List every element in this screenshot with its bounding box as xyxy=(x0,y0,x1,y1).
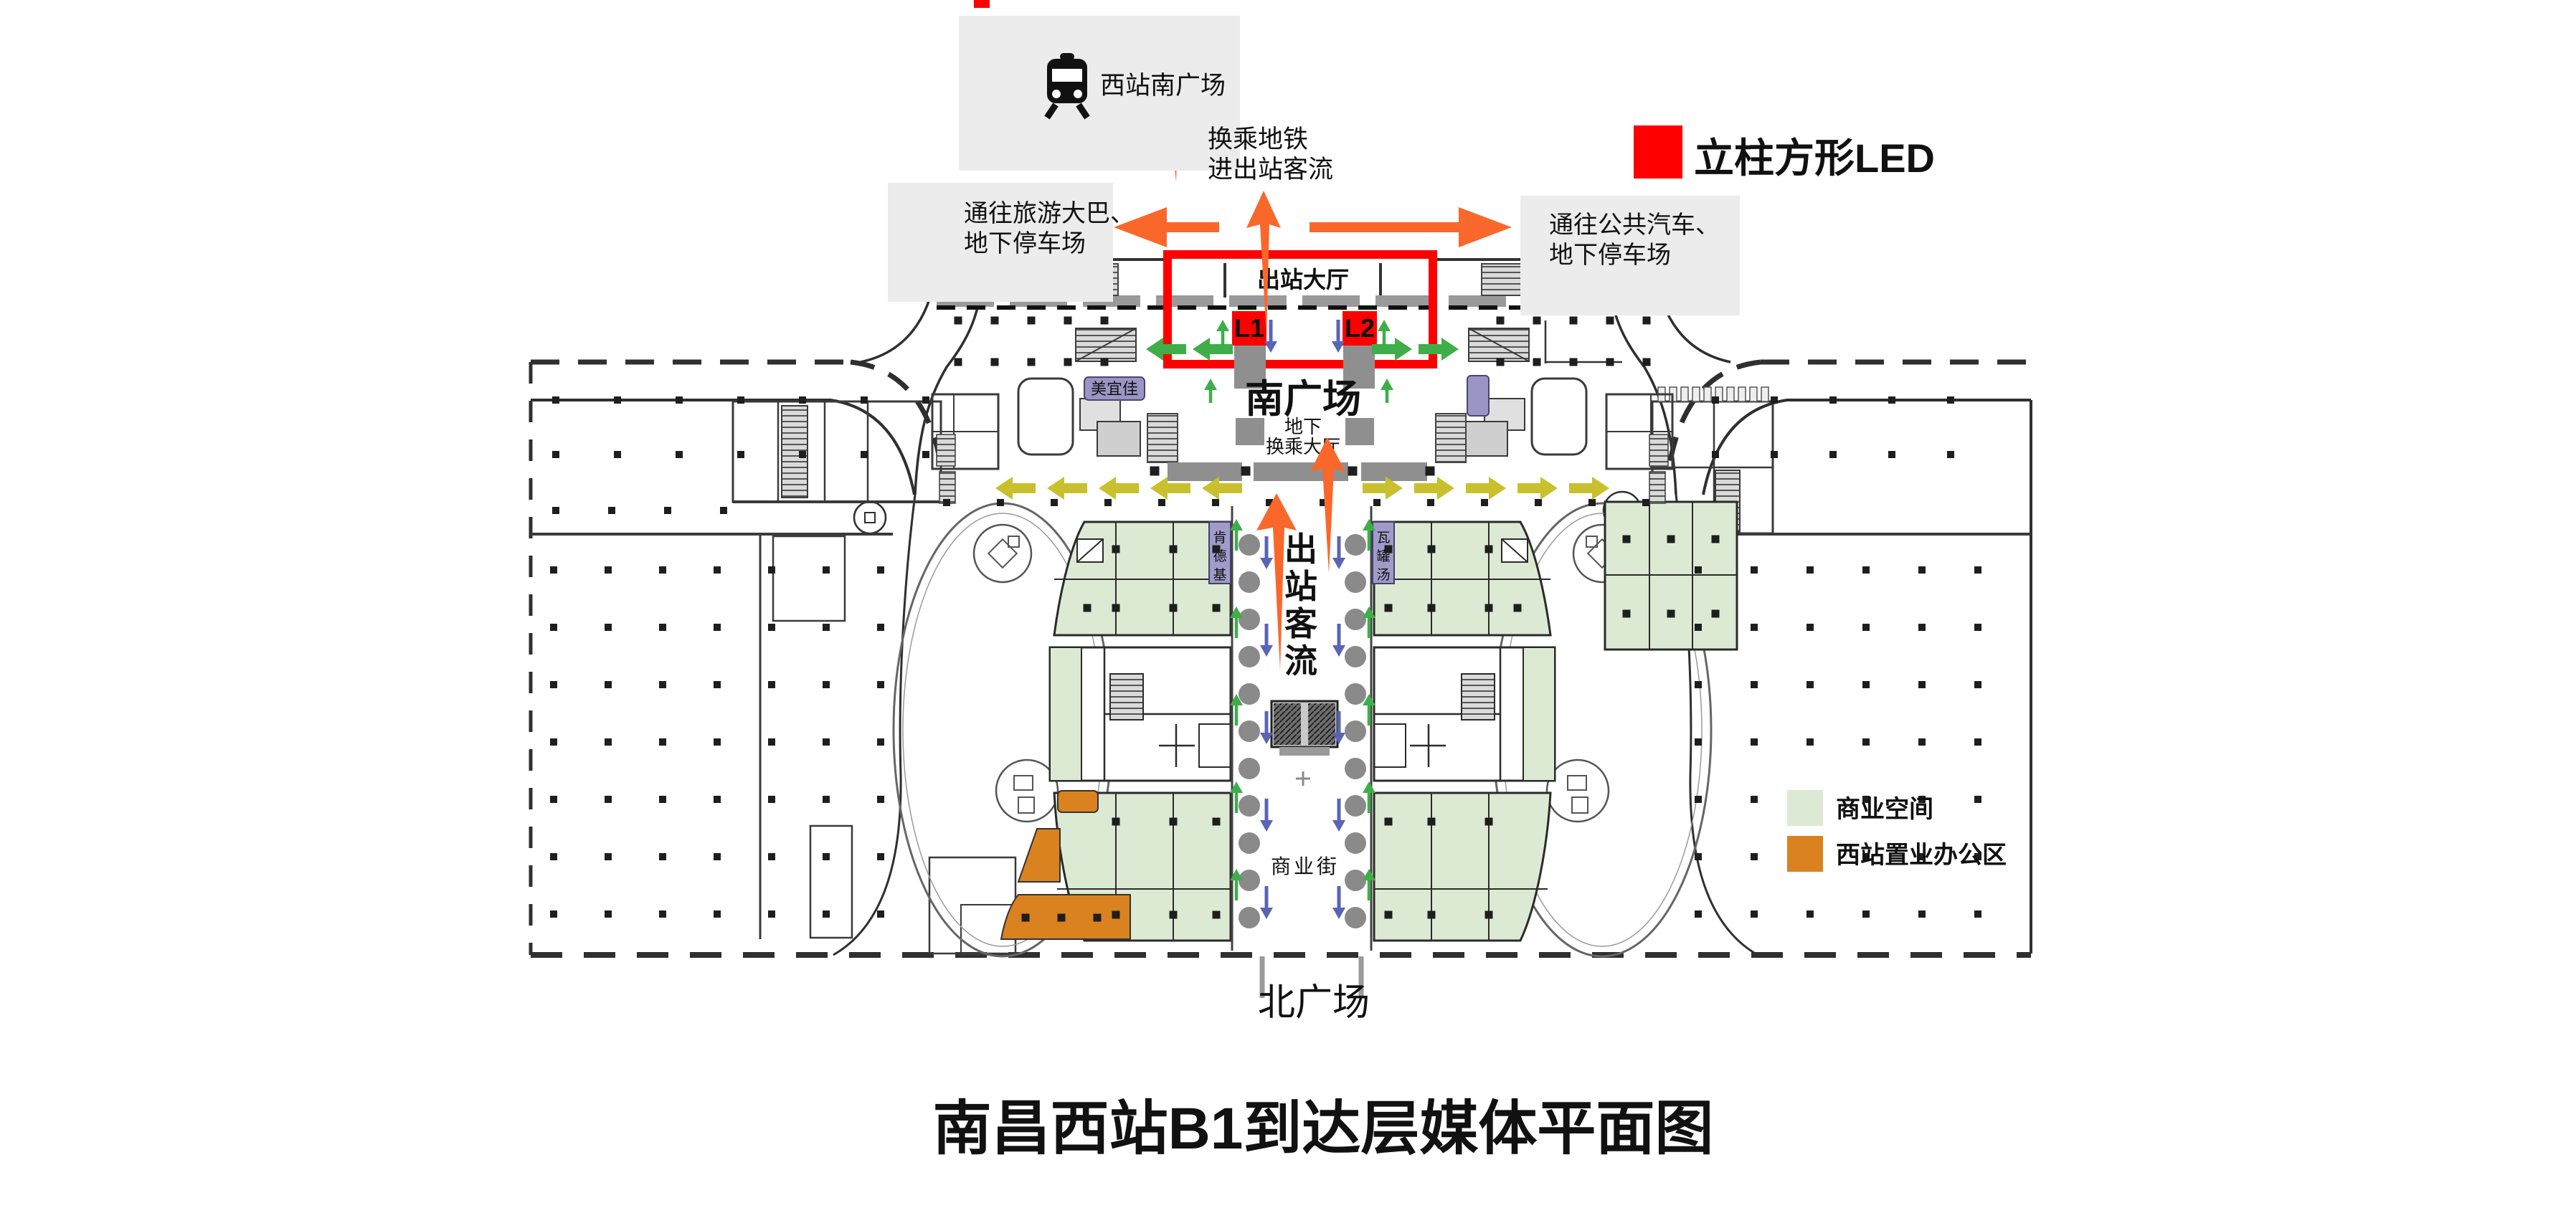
kfc-char: 肯 xyxy=(1213,530,1226,546)
column-block xyxy=(1236,418,1264,445)
shop-tag xyxy=(1467,375,1490,417)
flow-arrows-small xyxy=(995,320,1609,919)
spiral-ramp-icon xyxy=(1545,758,1610,823)
page-title: 南昌西站B1到达层媒体平面图 xyxy=(933,1096,1714,1161)
soup-char: 汤 xyxy=(1376,567,1390,583)
entrance-ticks xyxy=(1259,956,1364,998)
office-blocks xyxy=(1000,790,1131,940)
kfc-char: 基 xyxy=(1213,567,1226,583)
left-exit-line2: 地下停车场 xyxy=(964,230,1086,257)
led-marker-l2 xyxy=(1343,311,1377,346)
commercial-block-left xyxy=(1048,520,1232,942)
commercial-street-label: 商业街 xyxy=(1271,855,1340,878)
up-arrow-icon xyxy=(1246,191,1281,337)
concourse-side-structures xyxy=(931,328,1141,504)
shop-tag xyxy=(1084,376,1145,401)
plus-mark-icon xyxy=(1296,771,1310,786)
right-exit-line2: 地下停车场 xyxy=(1549,242,1671,269)
metro-station-box xyxy=(959,16,1240,171)
left-exit-box xyxy=(888,183,1113,302)
escalator-icon xyxy=(1435,413,1467,463)
spiral-ramp-icon xyxy=(972,523,1033,584)
north-square-label: 北广场 xyxy=(1258,982,1370,1024)
l1-label: L1 xyxy=(1234,313,1264,343)
column-block xyxy=(1345,418,1374,445)
legend-office-swatch xyxy=(1787,836,1823,872)
stair-block xyxy=(1343,346,1375,389)
exit-flow-char-1: 出 xyxy=(1284,531,1317,568)
led-legend-label: 立柱方形LED xyxy=(1694,135,1935,181)
red-mark xyxy=(974,0,990,8)
column-dot-grid xyxy=(550,316,1981,922)
column-circles xyxy=(1239,534,1366,928)
train-icon xyxy=(1044,53,1090,120)
spiral-ramp-icon xyxy=(995,758,1059,823)
exit-flow-char-3: 客 xyxy=(1284,605,1317,642)
metro-flow-line1: 换乘地铁 xyxy=(1208,125,1308,153)
exit-flow-char-4: 流 xyxy=(1284,642,1317,680)
commercial-block-right xyxy=(1373,520,1556,942)
annotations: 西站南广场 换乘地铁 进出站客流 通往旅游大巴、 地下停车场 通往公共汽车、 地… xyxy=(888,0,2007,1161)
wall-block xyxy=(1168,462,1242,481)
up-arrow-icon xyxy=(1256,493,1297,670)
transfer-hall-line1: 地下 xyxy=(1284,416,1322,437)
wall-block xyxy=(1361,462,1427,481)
led-marker-l1 xyxy=(1232,311,1266,346)
station-core: 出站大厅 L1 L2 美宜佳 南广场 地下 换乘大厅 xyxy=(931,250,1674,505)
legend-office-label: 西站置业办公区 xyxy=(1836,842,2007,869)
south-square-label: 南广场 xyxy=(1245,378,1361,421)
right-exit-line1: 通往公共汽车、 xyxy=(1549,211,1720,239)
right-exit-box xyxy=(1520,196,1740,315)
concourse-side-structures-right xyxy=(1463,327,1674,505)
up-arrow-icon xyxy=(1310,437,1345,574)
left-exit-line1: 通往旅游大巴、 xyxy=(964,200,1135,227)
commercial-street-corridor: 出 站 客 流 商业街 肯 德 基 瓦 罐 汤 xyxy=(1208,506,1395,951)
stairs-icon xyxy=(939,471,956,504)
shop-tag-label: 美宜佳 xyxy=(1091,380,1138,398)
ramp-circle-icon xyxy=(853,500,887,535)
red-highlight-box xyxy=(1163,250,1437,368)
left-arrow-icon xyxy=(1114,207,1219,247)
led-legend-swatch xyxy=(1634,125,1682,179)
metro-station-label: 西站南广场 xyxy=(1100,72,1226,100)
soup-char: 瓦 xyxy=(1376,531,1390,546)
exit-flow-char-2: 站 xyxy=(1284,568,1317,605)
l2-label: L2 xyxy=(1345,313,1375,343)
ramp-core-icon xyxy=(864,512,876,523)
legend-commercial-label: 商业空间 xyxy=(1836,796,1933,823)
metro-flow-line2: 进出站客流 xyxy=(1208,156,1333,184)
legend-commercial-swatch xyxy=(1787,790,1823,826)
stair-block xyxy=(1234,346,1266,389)
escalator-icon xyxy=(1147,413,1178,463)
commercial-block-far-right xyxy=(1604,500,1738,651)
right-arrow-icon xyxy=(1310,207,1512,247)
exit-hall-label: 出站大厅 xyxy=(1257,267,1349,293)
